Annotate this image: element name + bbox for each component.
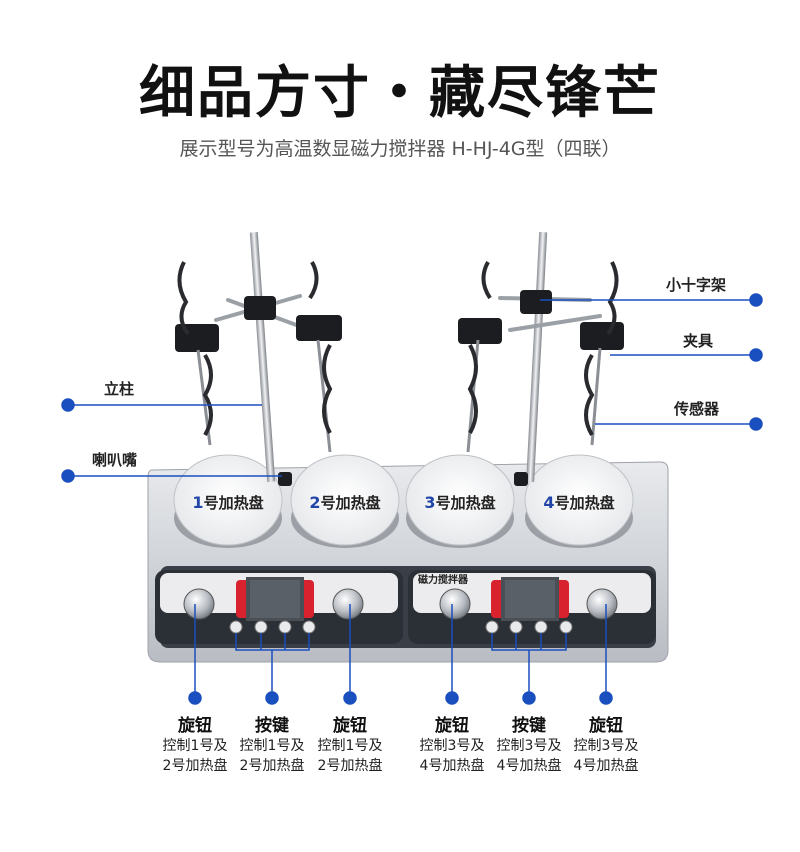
bottom-label-5: 按键 控制3号及 4号加热盘 — [496, 716, 562, 774]
callout-label-clamp: 夹具 — [683, 332, 714, 350]
callout-dot-sensor — [749, 417, 763, 431]
support-column-right — [526, 231, 548, 483]
callout-dot-knob2 — [343, 691, 357, 705]
buttons-right[interactable] — [485, 620, 573, 634]
callout-dot-buttons-right — [522, 691, 536, 705]
page-title: 细品方寸・藏尽锋芒 — [139, 61, 661, 126]
page-subtitle: 展示型号为高温数显磁力搅拌器 H-HJ-4G型（四联） — [179, 138, 621, 160]
bottom-label-4: 旋钮 控制3号及 4号加热盘 — [419, 716, 485, 774]
callout-dot-column — [61, 398, 75, 412]
callout-dot-knob4 — [599, 691, 613, 705]
knob-2[interactable] — [332, 588, 364, 620]
display-left — [236, 577, 314, 621]
support-column-left — [249, 232, 276, 482]
plate-label-4: 4号加热盘 — [543, 493, 615, 512]
bottom-label-1: 旋钮 控制1号及 2号加热盘 — [162, 716, 228, 774]
callout-bracket-buttons-left — [235, 633, 310, 698]
heating-plate-2 — [290, 454, 400, 548]
knob-4[interactable] — [586, 588, 618, 620]
display-right — [491, 577, 569, 621]
bottom-label-3: 旋钮 控制1号及 2号加热盘 — [317, 716, 383, 774]
plate-label-2: 2号加热盘 — [309, 493, 381, 512]
bottom-label-6: 旋钮 控制3号及 4号加热盘 — [573, 716, 639, 774]
knob-3[interactable] — [439, 588, 471, 620]
callout-dot-buttons-left — [265, 691, 279, 705]
plate-label-3: 3号加热盘 — [424, 493, 496, 512]
heating-plate-4 — [524, 454, 634, 548]
callout-dot-nozzle — [61, 469, 75, 483]
callout-dot-knob3 — [445, 691, 459, 705]
heating-plate-3 — [405, 454, 515, 548]
callout-dot-cross — [749, 293, 763, 307]
coiled-cables — [177, 261, 619, 437]
callout-label-sensor: 传感器 — [674, 400, 720, 418]
panel-title: 磁力搅拌器 — [418, 573, 469, 586]
bottom-label-2: 按键 控制1号及 2号加热盘 — [239, 716, 305, 774]
plate-label-1: 1号加热盘 — [192, 493, 264, 512]
buttons-left[interactable] — [229, 620, 316, 634]
heating-plate-1 — [173, 454, 283, 548]
callout-label-column: 立柱 — [104, 380, 135, 398]
callout-bracket-buttons-right — [491, 633, 567, 698]
callout-label-cross: 小十字架 — [666, 276, 727, 294]
callout-dot-clamp — [749, 348, 763, 362]
knob-1[interactable] — [183, 588, 215, 620]
callout-dot-knob1 — [188, 691, 202, 705]
callout-label-nozzle: 喇叭嘴 — [92, 451, 138, 469]
